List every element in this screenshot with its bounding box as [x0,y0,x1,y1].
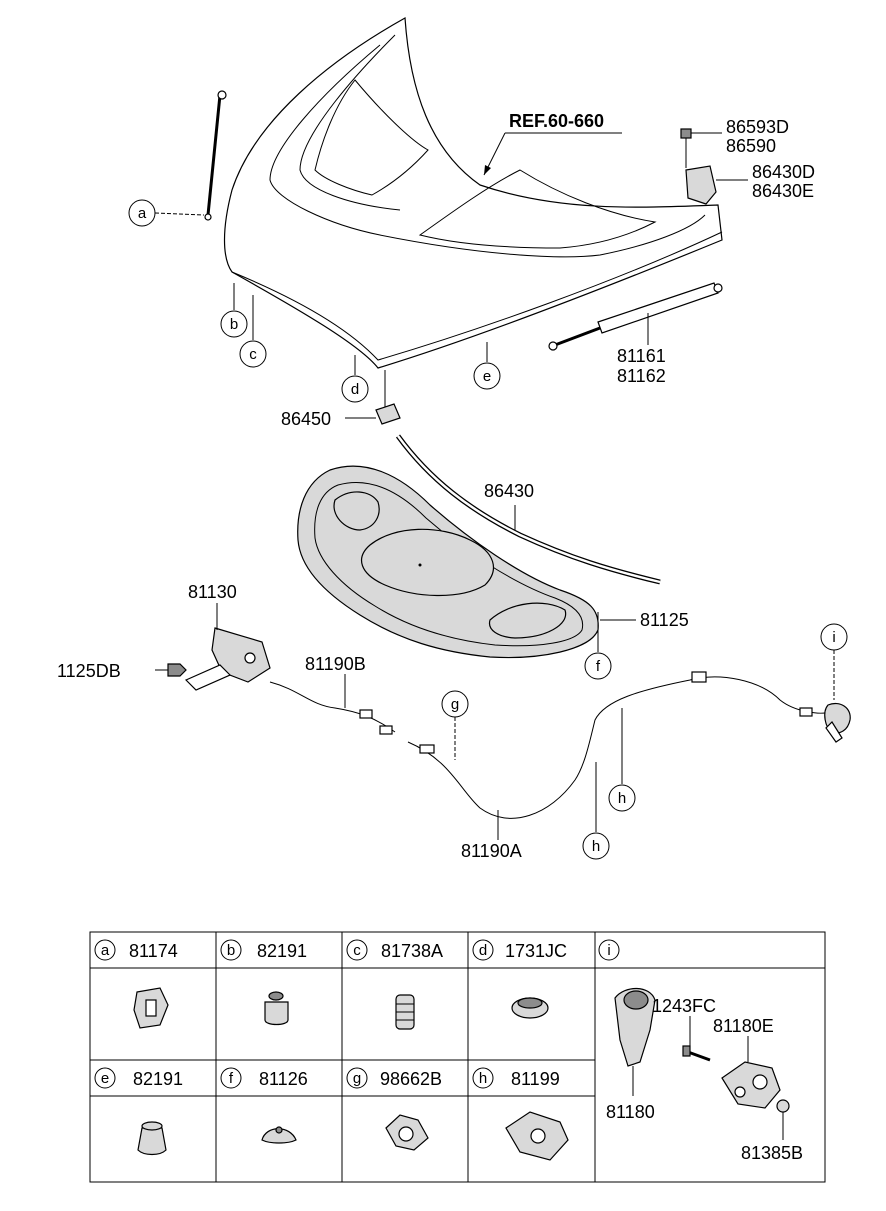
hood-latch: 81130 1125DB [57,582,271,691]
svg-text:b: b [227,942,235,959]
callout-i: i [820,623,848,700]
part-label-81162: 81162 [617,366,666,386]
svg-text:1243FC: 1243FC [652,996,716,1016]
legend-cell-a: a 81174 [94,939,178,1029]
part-label-81125: 81125 [640,610,689,630]
svg-text:81738A: 81738A [381,941,443,961]
cable-81190A: 81190A [407,671,831,861]
svg-text:b: b [230,316,238,333]
svg-text:i: i [607,942,610,959]
svg-text:d: d [479,942,487,959]
svg-text:81385B: 81385B [741,1143,803,1163]
part-label-86590: 86590 [726,136,776,156]
callout-h-upper: h [608,708,636,812]
gas-lifter: 81161 81162 [548,282,723,386]
svg-text:81199: 81199 [511,1069,560,1089]
bumper-86450: 86450 [281,370,401,429]
legend-cell-e: e 82191 [94,1067,183,1156]
svg-text:82191: 82191 [257,941,307,961]
callout-e: e [473,342,501,390]
legend-cell-b: b 82191 [220,939,307,1026]
callout-f: f [584,612,612,680]
svg-text:a: a [138,205,147,222]
weatherstrip: 86430 [395,434,661,585]
svg-text:e: e [483,368,491,385]
svg-text:g: g [451,696,459,713]
part-label-86430D: 86430D [752,162,815,182]
hood-clip: 86593D 86590 [680,117,789,168]
svg-text:h: h [479,1070,487,1087]
part-label-86430: 86430 [484,481,534,501]
svg-text:i: i [832,629,835,646]
svg-text:h: h [592,838,600,855]
svg-text:c: c [353,942,361,959]
svg-text:82191: 82191 [133,1069,183,1089]
part-label-81190B: 81190B [305,654,366,674]
svg-text:c: c [249,346,257,363]
svg-text:h: h [618,790,626,807]
part-label-81130: 81130 [188,582,237,602]
svg-text:g: g [353,1070,361,1087]
part-label-86430E: 86430E [752,181,814,201]
part-label-81161: 81161 [617,346,666,366]
callout-c: c [239,295,267,368]
hood-stay-rod [204,90,227,221]
seal-bracket: 86430D 86430E [685,162,815,205]
svg-text:98662B: 98662B [380,1069,442,1089]
legend-cell-g: g 98662B [346,1067,442,1151]
ref-label: REF.60-660 [509,111,604,131]
part-label-1125DB: 1125DB [57,661,121,681]
part-label-81190A: 81190A [461,841,522,861]
svg-text:81180E: 81180E [713,1016,774,1036]
svg-text:f: f [229,1070,234,1087]
release-handle [824,702,851,743]
ref-leader: REF.60-660 [483,111,622,176]
part-label-86593D: 86593D [726,117,789,137]
svg-text:1731JC: 1731JC [505,941,567,961]
callout-d: d [341,355,369,403]
svg-text:81180: 81180 [606,1102,655,1122]
hood-panel [223,17,723,369]
cable-81190B: 81190B [269,654,396,735]
svg-text:a: a [101,942,110,959]
svg-text:81174: 81174 [129,941,178,961]
callout-a: a [128,199,205,227]
callout-b: b [220,283,248,338]
svg-text:81126: 81126 [259,1069,308,1089]
svg-text:d: d [351,381,359,398]
legend-cell-d: d 1731JC [472,939,567,1019]
svg-text:f: f [596,658,601,675]
legend-cell-c: c 81738A [346,939,443,1030]
callout-g: g [441,690,469,760]
svg-text:e: e [101,1070,109,1087]
callout-h-lower: h [582,762,610,860]
legend-cell-i: i 81180 1243FC 81180E 81385B [598,939,803,1163]
legend-cell-h: h 81199 [472,1067,569,1161]
legend-cell-f: f 81126 [220,1067,308,1144]
insulator-pad: 81125 [297,465,689,659]
part-label-86450: 86450 [281,409,331,429]
legend-table: a 81174 b 82191 c 81738A d 1731JC [89,931,826,1183]
